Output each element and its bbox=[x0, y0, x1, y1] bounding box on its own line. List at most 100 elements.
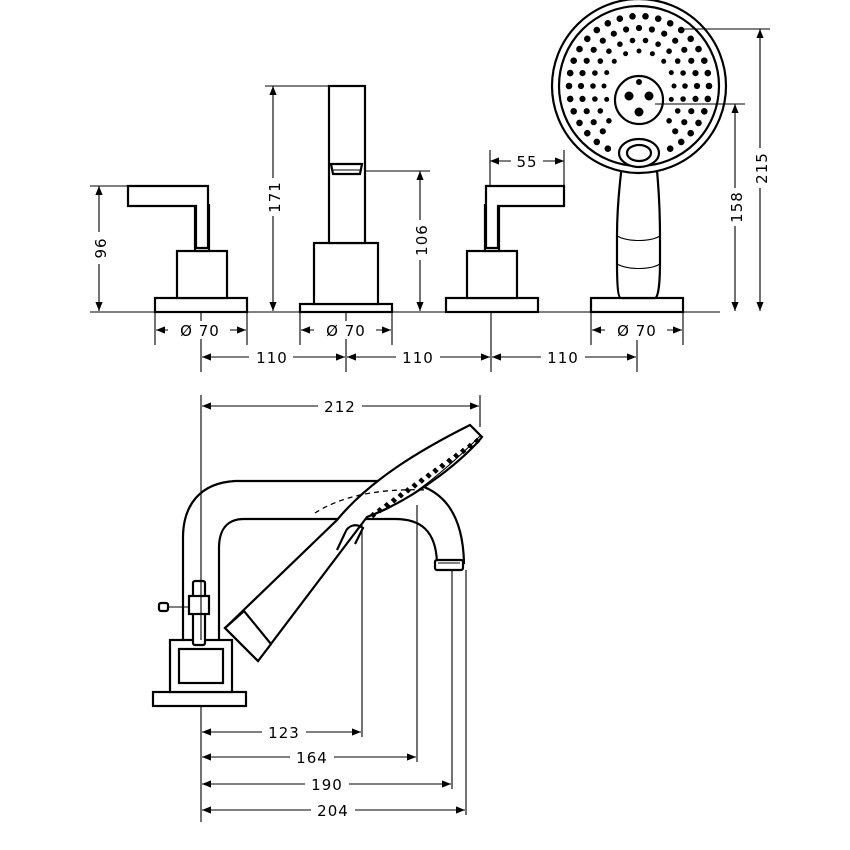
nozzle bbox=[666, 48, 672, 54]
nozzle bbox=[623, 26, 630, 33]
shower-nozzles bbox=[565, 12, 713, 152]
side-nozzle bbox=[411, 482, 418, 489]
nozzle bbox=[695, 119, 702, 127]
side-nozzle bbox=[459, 447, 467, 455]
dim-holder-height: 158 bbox=[728, 191, 746, 223]
side-nozzle bbox=[404, 487, 411, 494]
nozzle bbox=[704, 95, 712, 103]
nozzle bbox=[570, 108, 577, 115]
nozzle bbox=[654, 15, 662, 22]
front-view: 96 171 106 55 158 215 Ø 70 Ø 70 bbox=[90, 0, 771, 372]
nozzle bbox=[680, 70, 686, 76]
nozzle bbox=[590, 83, 596, 89]
nozzle bbox=[616, 15, 624, 22]
side-nozzle bbox=[473, 437, 481, 445]
nozzle bbox=[701, 57, 708, 64]
nozzle bbox=[636, 48, 642, 54]
nozzle bbox=[576, 119, 583, 127]
nozzle bbox=[695, 45, 702, 53]
side-nozzle bbox=[453, 452, 460, 460]
nozzle bbox=[661, 58, 667, 64]
nozzle bbox=[688, 108, 695, 115]
dim-reach-204: 204 bbox=[317, 802, 349, 820]
dim-base-diameter-3: Ø 70 bbox=[617, 322, 657, 340]
dim-base-diameter-2: Ø 70 bbox=[326, 322, 366, 340]
nozzle bbox=[677, 26, 685, 34]
side-nozzle bbox=[376, 506, 384, 514]
dim-overall-reach: 212 bbox=[324, 398, 356, 416]
nozzle bbox=[681, 46, 688, 53]
nozzle bbox=[704, 69, 712, 77]
dim-hand-shower-height: 215 bbox=[753, 152, 771, 184]
dim-reach-164: 164 bbox=[296, 749, 328, 767]
nozzle bbox=[593, 138, 601, 146]
nozzle bbox=[649, 51, 655, 57]
nozzle bbox=[579, 70, 586, 77]
dim-right-handle-length: 55 bbox=[516, 153, 537, 171]
nozzle bbox=[705, 82, 713, 90]
nozzle bbox=[648, 26, 656, 33]
nozzle bbox=[606, 48, 612, 54]
side-nozzle bbox=[432, 467, 439, 474]
nozzle bbox=[566, 69, 574, 77]
hand-shower bbox=[550, 0, 728, 314]
nozzle bbox=[583, 57, 590, 64]
side-dimensions: 212 123 164 190 204 bbox=[202, 397, 479, 820]
nozzle bbox=[611, 58, 617, 64]
nozzle bbox=[604, 70, 610, 76]
nozzle bbox=[671, 83, 677, 89]
nozzle bbox=[687, 35, 694, 43]
dim-spacing-3: 110 bbox=[547, 349, 579, 367]
dim-reach-123: 123 bbox=[268, 724, 300, 742]
side-nozzle bbox=[466, 442, 474, 450]
nozzle bbox=[668, 70, 674, 76]
nozzle bbox=[584, 35, 591, 43]
dim-base-diameter-1: Ø 70 bbox=[180, 322, 220, 340]
left-valve-handle bbox=[126, 184, 249, 314]
nozzle bbox=[629, 37, 636, 44]
nozzle bbox=[601, 83, 607, 89]
nozzle bbox=[584, 129, 591, 137]
side-nozzle bbox=[418, 477, 425, 484]
nozzle bbox=[593, 26, 601, 34]
nozzle bbox=[617, 41, 623, 47]
dim-spacing-2: 110 bbox=[402, 349, 434, 367]
nozzle bbox=[672, 37, 679, 44]
side-nozzle bbox=[425, 472, 432, 479]
nozzle bbox=[629, 12, 636, 20]
side-nozzle bbox=[369, 511, 377, 519]
nozzle bbox=[666, 145, 674, 152]
nozzle bbox=[692, 70, 699, 77]
dim-spout-outlet-height: 106 bbox=[413, 224, 431, 256]
nozzle bbox=[579, 95, 586, 102]
nozzle bbox=[666, 118, 672, 124]
nozzle bbox=[687, 129, 694, 137]
nozzle bbox=[655, 41, 661, 47]
nozzle bbox=[590, 46, 597, 53]
dim-spout-height: 171 bbox=[266, 181, 284, 213]
nozzle bbox=[604, 145, 612, 152]
nozzle bbox=[576, 45, 583, 53]
nozzle bbox=[590, 119, 597, 126]
nozzle bbox=[666, 20, 674, 27]
nozzle bbox=[599, 37, 606, 44]
nozzle bbox=[642, 37, 649, 44]
nozzle bbox=[592, 70, 598, 76]
nozzle bbox=[623, 51, 629, 57]
right-valve-handle bbox=[444, 184, 566, 314]
nozzle bbox=[577, 82, 585, 90]
nozzle bbox=[682, 83, 688, 89]
front-dimensions: 96 171 106 55 158 215 Ø 70 Ø 70 bbox=[90, 29, 771, 367]
side-nozzle bbox=[446, 457, 453, 464]
nozzle bbox=[635, 24, 643, 32]
nozzle bbox=[674, 108, 681, 114]
nozzle bbox=[661, 30, 668, 37]
nozzle bbox=[693, 82, 701, 90]
dim-reach-190: 190 bbox=[311, 776, 343, 794]
nozzle bbox=[688, 57, 695, 64]
nozzle bbox=[599, 128, 606, 135]
spout bbox=[298, 84, 394, 314]
nozzle bbox=[597, 58, 604, 64]
nozzle bbox=[592, 96, 598, 102]
